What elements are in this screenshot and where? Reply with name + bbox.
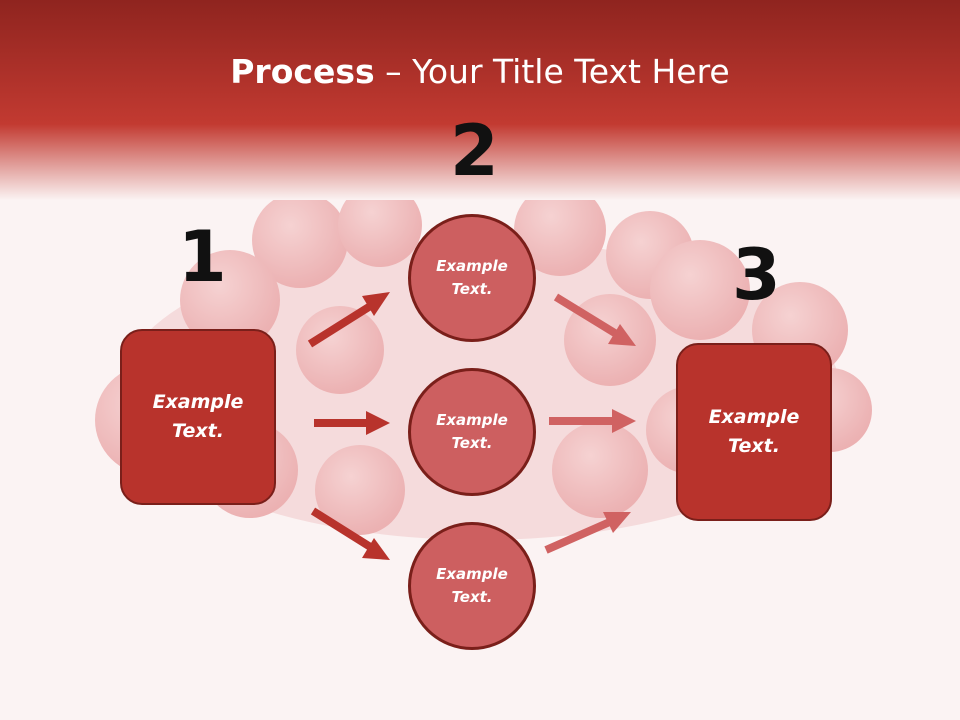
arrow-1-to-2c — [310, 507, 375, 552]
header-band — [0, 0, 960, 200]
arrowhead-2a-to-3 — [608, 324, 636, 346]
step-2-circle-middle[interactable]: Example Text. — [408, 368, 536, 496]
slide-title: Process – Your Title Text Here — [0, 52, 960, 91]
arrowhead-2b-to-3 — [612, 409, 636, 433]
arrowhead-1-to-2c — [362, 538, 390, 560]
arrowhead-2c-to-3 — [603, 512, 631, 533]
arrows-left — [307, 292, 390, 560]
arrows-right — [544, 293, 636, 554]
step-2-text-top: Example Text. — [436, 257, 508, 298]
step-1-number: 1 — [178, 216, 227, 298]
step-3-text: Example Text. — [708, 406, 800, 457]
arrowhead-1-to-2a — [362, 292, 390, 316]
step-1-text: Example Text. — [152, 391, 244, 442]
step-2-number: 2 — [450, 110, 499, 192]
arrow-1-to-2a — [307, 301, 375, 348]
step-2-circle-bottom[interactable]: Example Text. — [408, 522, 536, 650]
step-3-number: 3 — [732, 234, 781, 316]
step-1-box[interactable]: Example Text. — [120, 329, 276, 505]
title-rest: Your Title Text Here — [412, 52, 730, 91]
step-2-circle-top[interactable]: Example Text. — [408, 214, 536, 342]
arrow-2a-to-3 — [553, 293, 621, 339]
step-3-box[interactable]: Example Text. — [676, 343, 832, 521]
title-dash: – — [374, 52, 413, 91]
arrow-2c-to-3 — [544, 517, 614, 554]
step-2-text-bottom: Example Text. — [436, 565, 508, 606]
step-2-text-middle: Example Text. — [436, 411, 508, 452]
title-bold: Process — [230, 52, 375, 91]
arrowhead-1-to-2b — [366, 411, 390, 435]
